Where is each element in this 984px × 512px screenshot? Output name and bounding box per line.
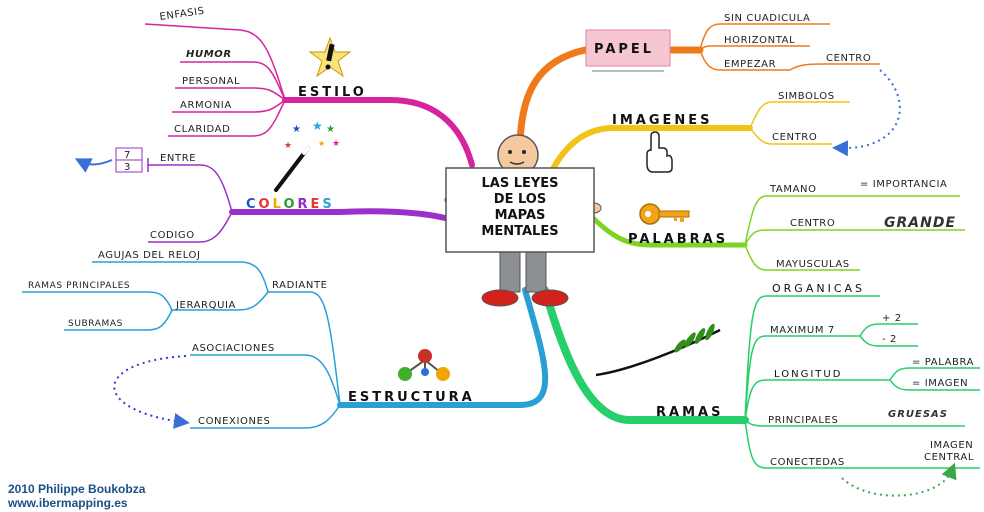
estilo-sub-lines [144, 23, 286, 137]
papel-sheet [585, 29, 671, 67]
center-line-4: MENTALES [481, 224, 558, 239]
center-line-1: LAS LEYES [481, 176, 558, 191]
ramas-item-principales: PRINCIPALES [768, 415, 838, 426]
estructura-jer-sub-1: RAMAS PRINCIPALES [28, 281, 130, 291]
ramas-long-palabra: = PALABRA [912, 357, 974, 368]
colores-sub-lines [147, 158, 233, 243]
papel-sub-lines [699, 23, 880, 71]
ramas-item-maximum: MAXIMUM 7 [770, 325, 835, 336]
palabras-item-mayusculas: MAYUSCULAS [776, 259, 850, 270]
ramas-conect-link-arrow [841, 462, 957, 497]
estructura-title: ESTRUCTURA [348, 390, 475, 405]
colores-letter-1: C [246, 197, 259, 212]
estructura-item-conexiones: CONEXIONES [198, 416, 270, 427]
svg-text:★: ★ [318, 139, 325, 148]
svg-text:★: ★ [332, 139, 340, 149]
estructura-item-asociaciones: ASOCIACIONES [192, 343, 275, 354]
papel-imagenes-link-arrow [832, 69, 901, 157]
exclamation-star-icon [308, 36, 352, 78]
ramas-item-conectedas: CONECTEDAS [770, 457, 845, 468]
ramas-max-plus: + 2 [882, 313, 902, 324]
papel-sub-centro: CENTRO [826, 53, 871, 64]
papel-item-empezar: EMPEZAR [724, 59, 776, 70]
branch-estructura [337, 287, 549, 408]
branch-palabras [587, 212, 748, 248]
imagenes-sub-lines [749, 101, 850, 145]
ramas-item-organicas: ORGANICAS [772, 282, 865, 295]
estilo-item-armonia: ARMONIA [180, 100, 232, 111]
branch-leaves-icon [595, 323, 721, 377]
imagenes-item-simbolos: SIMBOLOS [778, 91, 835, 102]
branch-estilo [282, 97, 475, 168]
estilo-item-enfasis: ENFASIS [159, 6, 205, 23]
palabras-tamano-sub: = IMPORTANCIA [860, 179, 947, 190]
center-sign [445, 167, 595, 253]
magic-wand-icon: ★ ★ ★ ★ ★ ★ [274, 119, 340, 192]
colores-letter-3: L [273, 197, 284, 212]
colores-letter-6: E [311, 197, 323, 212]
molecule-icon [398, 349, 450, 381]
ramas-sub-lines [744, 295, 980, 469]
center-title: LAS LEYES DE LOS MAPAS MENTALES [481, 176, 558, 239]
branch-colores [229, 208, 448, 221]
papel-item-horizontal: HORIZONTAL [724, 35, 795, 46]
key-icon [639, 203, 690, 225]
estilo-item-claridad: CLARIDAD [174, 124, 230, 135]
colores-title: COLORES [246, 197, 335, 212]
colores-letter-5: R [298, 197, 311, 212]
svg-text:★: ★ [284, 141, 292, 151]
colores-fraction-bottom: 3 [124, 162, 131, 173]
svg-text:★: ★ [326, 124, 335, 135]
svg-text:★: ★ [292, 124, 301, 135]
papel-title: PAPEL [594, 42, 654, 57]
colores-letter-4: O [283, 197, 297, 212]
colores-item-codigo: CODIGO [150, 230, 195, 241]
pointing-hand-icon [646, 131, 673, 173]
palabras-item-centro: CENTRO [790, 218, 835, 229]
estilo-item-personal: PERSONAL [182, 76, 240, 87]
colores-letter-7: S [322, 197, 334, 212]
ramas-max-minus: - 2 [882, 334, 897, 345]
imagenes-item-centro: CENTRO [772, 132, 817, 143]
center-line-2: DE LOS [494, 192, 546, 207]
ramas-long-imagen: = IMAGEN [912, 378, 968, 389]
estructura-item-radiante: RADIANTE [272, 280, 328, 291]
estructura-jer-sub-2: SUBRAMAS [68, 319, 123, 329]
svg-text:★: ★ [312, 119, 323, 133]
colores-item-entre: ENTRE [160, 153, 196, 164]
credit-author: 2010 Philippe Boukobza [8, 482, 146, 496]
ramas-princ-sub: GRUESAS [888, 409, 948, 420]
palabras-centro-sub: GRANDE [884, 215, 956, 231]
ramas-title: RAMAS [656, 405, 723, 420]
branch-ramas [541, 286, 749, 424]
palabras-title: PALABRAS [628, 232, 728, 247]
estructura-link-arrow [113, 355, 190, 429]
palabras-item-tamano: TAMANO [769, 184, 817, 195]
estructura-radiante-sub: AGUJAS DEL RELOJ [98, 250, 201, 261]
branch-papel [516, 46, 704, 154]
ramas-conect-sub-1: IMAGEN [930, 440, 973, 451]
palabras-sub-lines [744, 195, 965, 271]
colores-fraction-top: 7 [124, 150, 131, 161]
ramas-conect-sub-2: CENTRAL [924, 452, 974, 463]
estilo-item-humor: HUMOR [186, 49, 232, 60]
colores-letter-2: O [259, 197, 273, 212]
credit-url[interactable]: www.ibermapping.es [8, 496, 128, 510]
papel-item-sin-cuadicula: SIN CUADICULA [724, 13, 811, 24]
estructura-item-jerarquia: JERARQUIA [175, 300, 236, 311]
estructura-sub-lines [22, 261, 341, 429]
imagenes-title: IMAGENES [612, 113, 713, 128]
center-line-3: MAPAS [495, 208, 546, 223]
estilo-title: ESTILO [298, 85, 367, 100]
fraction-arrow [74, 158, 113, 173]
ramas-item-longitud: LONGITUD [774, 369, 842, 380]
